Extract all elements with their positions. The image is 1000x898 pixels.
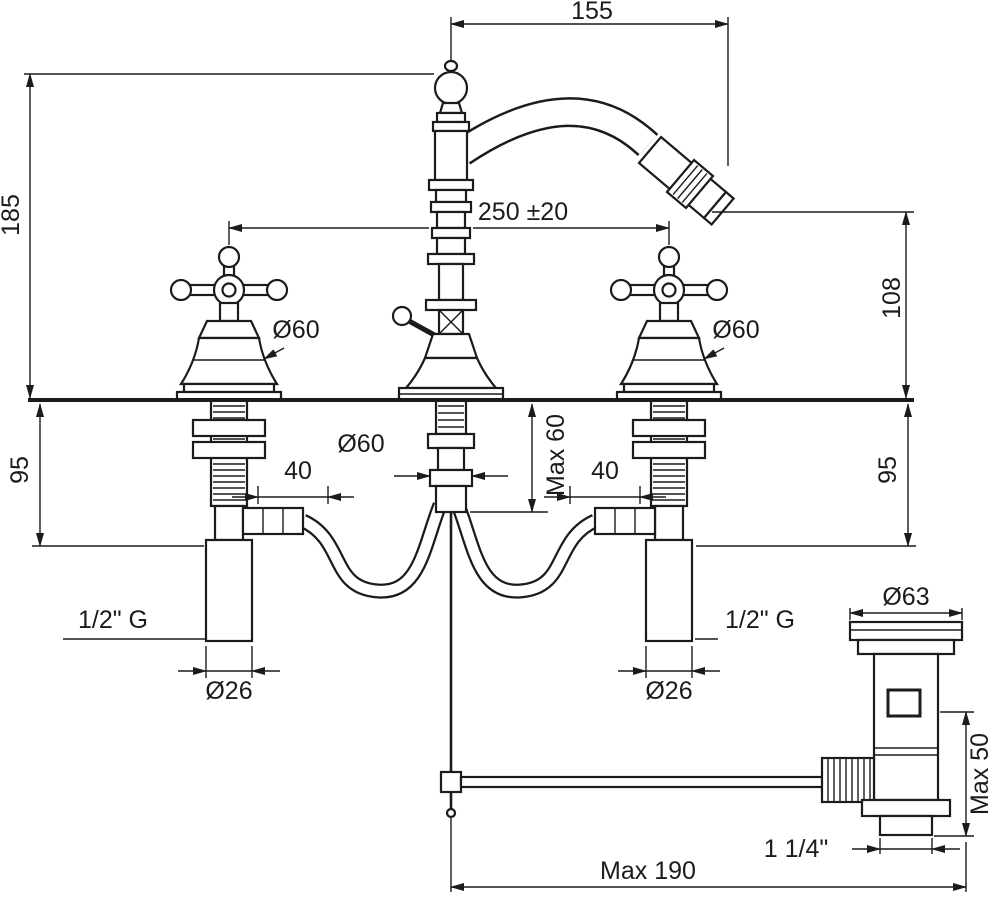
dim-pipe-dia-right xyxy=(618,646,720,678)
waste-tailpiece xyxy=(878,814,934,837)
waste-body xyxy=(872,652,940,802)
right-cross-handle xyxy=(609,245,729,402)
dim-spout-reach xyxy=(450,17,729,166)
dim-pipe-dia-right-label: Ø26 xyxy=(645,677,692,705)
tailpiece-thread-hatching xyxy=(438,405,464,428)
collar-rib-hatching xyxy=(672,165,708,203)
mounting-locknut-upper xyxy=(191,418,267,438)
dim-hose-nut-right xyxy=(544,486,666,504)
dim-handle-spacing xyxy=(228,221,670,245)
shank-thread-hatching xyxy=(213,405,245,501)
dim-pipe-dia-left xyxy=(178,646,280,678)
tailpiece-hose-tee xyxy=(434,484,468,514)
dim-handle-dia-right xyxy=(703,347,725,360)
handle-ball-top xyxy=(217,245,241,269)
finial-ball xyxy=(433,70,469,106)
rod-tip xyxy=(445,807,457,819)
dim-hose-nut-left-label: 40 xyxy=(284,457,312,485)
left-under-deck-assembly xyxy=(191,398,447,643)
tailpiece-nut-upper xyxy=(426,432,476,450)
handle-ball-left xyxy=(169,278,193,302)
spray-head-tip xyxy=(702,190,736,227)
mounting-locknut-lower xyxy=(191,440,267,460)
right-under-deck-assembly xyxy=(458,400,705,641)
dim-under-left xyxy=(32,403,204,547)
dim-hose-nut-right-label: 40 xyxy=(591,457,619,485)
dim-waste-thread xyxy=(852,838,960,854)
waste-locknut xyxy=(860,798,952,818)
left-cross-handle xyxy=(169,245,289,402)
center-tailpiece-assembly xyxy=(426,398,476,514)
dim-spout-height-label: 108 xyxy=(878,277,906,319)
dim-under-left-label: 95 xyxy=(6,456,34,484)
dim-waste-flange-dia xyxy=(849,608,963,620)
pop-up-waste-assembly xyxy=(820,620,964,837)
dim-handle-dia-right-label: Ø60 xyxy=(712,316,759,344)
dim-deck-max xyxy=(470,403,548,513)
dim-hose-nut-left xyxy=(232,486,354,504)
dim-rod-reach-label: Max 190 xyxy=(600,857,696,885)
dim-waste-flange-dia-label: Ø63 xyxy=(882,583,929,611)
dim-spout-reach-label: 155 xyxy=(571,0,613,25)
spout xyxy=(453,97,736,227)
dim-rod-reach xyxy=(450,818,967,892)
dim-thread-right-label: 1/2" G xyxy=(725,606,795,634)
dim-deck-max-label: Max 60 xyxy=(542,414,570,496)
dim-waste-max xyxy=(934,711,974,837)
rod-slider-block xyxy=(439,770,463,794)
dim-waste-thread-label: 1 1/4" xyxy=(764,835,828,863)
flex-hose-inner xyxy=(300,503,445,597)
knurled-nut-teeth xyxy=(827,758,871,802)
dim-height-above-deck-label: 185 xyxy=(0,194,25,236)
dim-handle-dia-left-label: Ø60 xyxy=(272,316,319,344)
tailpiece-nut-lower xyxy=(428,468,474,488)
dim-handle-dia-left xyxy=(263,347,285,360)
hose-tee-block xyxy=(213,504,245,542)
overflow-slot xyxy=(886,688,922,718)
handle-bell-skirt xyxy=(178,336,280,386)
waste-flange xyxy=(848,620,964,642)
dim-spout-height xyxy=(712,211,914,399)
dim-thread-left-label: 1/2" G xyxy=(78,606,148,634)
dim-under-right-label: 95 xyxy=(874,456,902,484)
hose-hex-nut xyxy=(241,506,305,536)
supply-pipe xyxy=(204,538,254,643)
dim-waste-max-label: Max 50 xyxy=(966,733,994,815)
dim-pipe-dia-left-label: Ø26 xyxy=(205,677,252,705)
knurled-adjust-nut xyxy=(820,756,876,804)
handle-ball-right xyxy=(265,278,289,302)
body-bell xyxy=(403,356,499,390)
finial-button xyxy=(443,59,459,73)
pop-up-lever-rod xyxy=(459,775,826,789)
central-column xyxy=(391,59,505,402)
flex-hose-outer xyxy=(299,502,447,599)
dim-under-right xyxy=(696,403,916,547)
dim-body-dia-label: Ø60 xyxy=(337,430,384,458)
dim-handle-spacing-label: 250 ±20 xyxy=(478,198,568,226)
pop-up-knob-ball xyxy=(391,305,413,327)
pop-up-rod xyxy=(439,512,463,819)
dim-height-above-deck xyxy=(24,73,434,399)
